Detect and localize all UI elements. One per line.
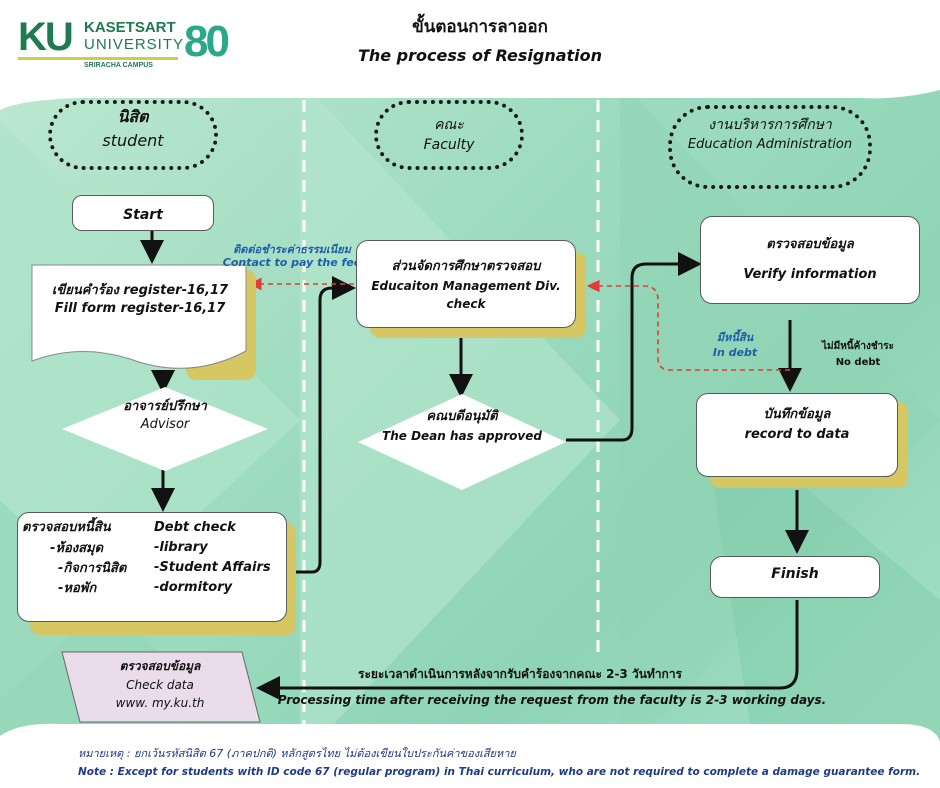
debt-thai-item-3: -หอพัก — [58, 581, 97, 596]
anniversary-80-logo: 80 — [184, 17, 230, 66]
processing-time-english: Processing time after receiving the requ… — [277, 693, 827, 707]
footer-note-english: Note : Except for students with ID code … — [78, 766, 921, 778]
pay-fee-thai: ติดต่อชำระค่าธรรมเนียม — [233, 243, 351, 256]
lane-student-thai: นิสิต — [117, 107, 149, 126]
dean-english: The Dean has approved — [382, 429, 542, 443]
no-debt-english: No debt — [835, 357, 881, 368]
debt-thai-title: ตรวจสอบหนี้สิน — [22, 520, 111, 535]
edu-check-english-1: Educaiton Management Div. — [371, 279, 561, 293]
in-debt-thai: มีหนี้สิน — [716, 331, 754, 344]
verify-english: Verify information — [743, 267, 877, 282]
finish-label: Finish — [771, 566, 819, 582]
check-data-url[interactable]: www. my.ku.th — [115, 696, 205, 710]
debt-thai-item-2: -กิจการนิสิต — [58, 561, 127, 576]
lane-student-english: student — [102, 131, 164, 150]
start-node — [72, 195, 214, 231]
verify-thai: ตรวจสอบข้อมูล — [766, 237, 854, 252]
record-data-node — [696, 393, 898, 477]
lane-faculty-thai: คณะ — [434, 117, 464, 133]
edu-check-thai: ส่วนจัดการศึกษาตรวจสอบ — [391, 259, 541, 274]
debt-thai-item-1: -ห้องสมุด — [50, 541, 104, 556]
processing-time-thai: ระยะเวลาดำเนินการหลังจากรับคำร้องจากคณะ … — [358, 667, 682, 681]
dean-thai: คณบดีอนุมัติ — [426, 409, 498, 424]
advisor-diamond — [62, 387, 268, 471]
title-english: The process of Resignation — [357, 46, 603, 65]
advisor-english: Advisor — [140, 417, 190, 432]
debt-english-item-2: -Student Affairs — [154, 560, 271, 575]
footer-band — [0, 723, 940, 788]
verify-information-node — [700, 216, 920, 304]
register-thai: เขียนคำร้อง register-16,17 — [51, 283, 229, 298]
check-data-thai: ตรวจสอบข้อมูล — [119, 659, 201, 673]
register-document-shape — [31, 264, 247, 369]
lane-admin-thai: งานบริหารการศึกษา — [708, 117, 832, 133]
record-english: record to data — [744, 427, 850, 442]
footer-note-thai: หมายเหตุ : ยกเว้นรหัสนิสิต 67 (ภาคปกติ) … — [78, 747, 516, 760]
logo-name-line1: KASETSART — [84, 19, 176, 36]
dean-diamond — [358, 394, 566, 490]
debt-english-title: Debt check — [154, 520, 236, 535]
no-debt-thai: ไม่มีหนี้ค้างชำระ — [822, 341, 894, 352]
title-thai: ขั้นตอนการลาออก — [412, 17, 548, 37]
register-english: Fill form register-16,17 — [54, 301, 226, 316]
lane-faculty-english: Faculty — [423, 137, 475, 153]
advisor-thai: อาจารย์ปรึกษา — [123, 399, 207, 414]
in-debt-english: In debt — [712, 346, 758, 359]
ku-logo-mark: KU — [18, 15, 74, 59]
lane-header-student — [48, 100, 218, 170]
logo-divider — [18, 57, 178, 60]
university-logo: KU KASETSART UNIVERSITY SRIRACHA CAMPUS … — [6, 5, 270, 81]
edu-management-check-node — [356, 240, 576, 328]
check-data-shape — [61, 651, 261, 723]
check-data-english: Check data — [126, 678, 194, 692]
finish-node — [710, 556, 880, 598]
edu-check-english-2: check — [446, 297, 486, 311]
lane-header-admin — [668, 105, 872, 189]
logo-campus: SRIRACHA CAMPUS — [84, 62, 153, 69]
debt-english-item-3: -dormitory — [154, 580, 233, 595]
pay-fee-english: Contact to pay the fee — [222, 256, 362, 269]
debt-english-item-1: -library — [154, 540, 208, 555]
lane-header-faculty — [374, 100, 524, 170]
debt-check-node — [17, 512, 287, 622]
record-thai: บันทึกข้อมูล — [763, 407, 831, 422]
lane-admin-english: Education Administration — [687, 137, 853, 152]
start-label: Start — [123, 207, 163, 223]
logo-name-line2: UNIVERSITY — [84, 36, 185, 53]
